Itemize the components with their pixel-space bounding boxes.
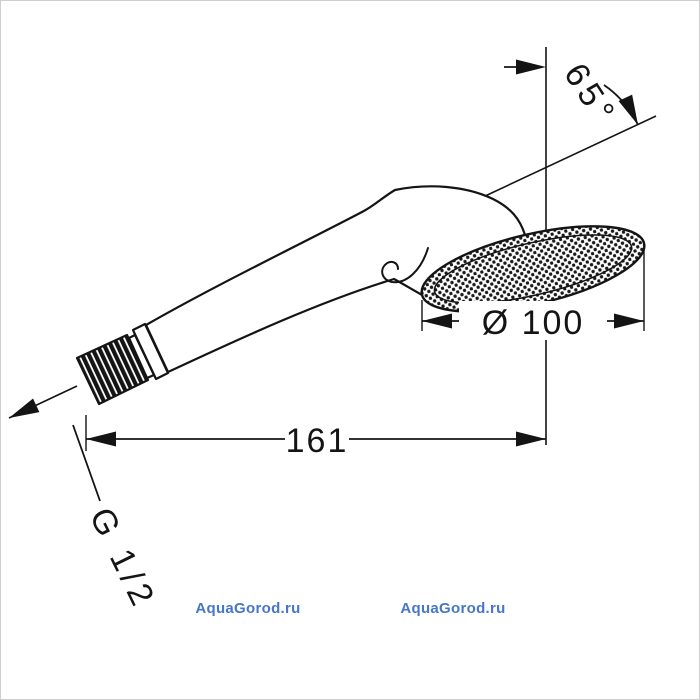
diameter-dimension-label: Ø 100 [482, 304, 585, 342]
thread-size-label: G 1/2 [82, 502, 164, 616]
diameter-arrowhead-left [422, 313, 452, 329]
diameter-dimension: Ø 100 [421, 248, 645, 342]
angle-arrowhead-top [516, 59, 546, 75]
watermark-left: AquaGorod.ru [195, 600, 300, 617]
length-dimension-label: 161 [286, 422, 349, 460]
hand-shower-drawing [75, 185, 646, 406]
handle-and-head-outline [144, 185, 527, 374]
thread-connector [75, 333, 150, 406]
angle-dimension-label: 65° [556, 57, 624, 133]
length-arrowhead-left [86, 431, 116, 447]
diameter-arrowhead-right [614, 313, 644, 329]
thread-size-annotation: G 1/2 [72, 424, 164, 616]
watermark-right: AquaGorod.ru [400, 600, 505, 617]
thread-leader-line [72, 424, 101, 502]
spray-face-inner-rim [433, 234, 633, 304]
head-joint-detail [381, 247, 429, 284]
shower-axis-centerline [5, 115, 657, 425]
angle-dimension: 65° [504, 57, 645, 133]
length-arrowhead-right [516, 431, 546, 447]
length-dimension: 161 [85, 415, 546, 460]
axis-arrowhead [5, 398, 40, 425]
